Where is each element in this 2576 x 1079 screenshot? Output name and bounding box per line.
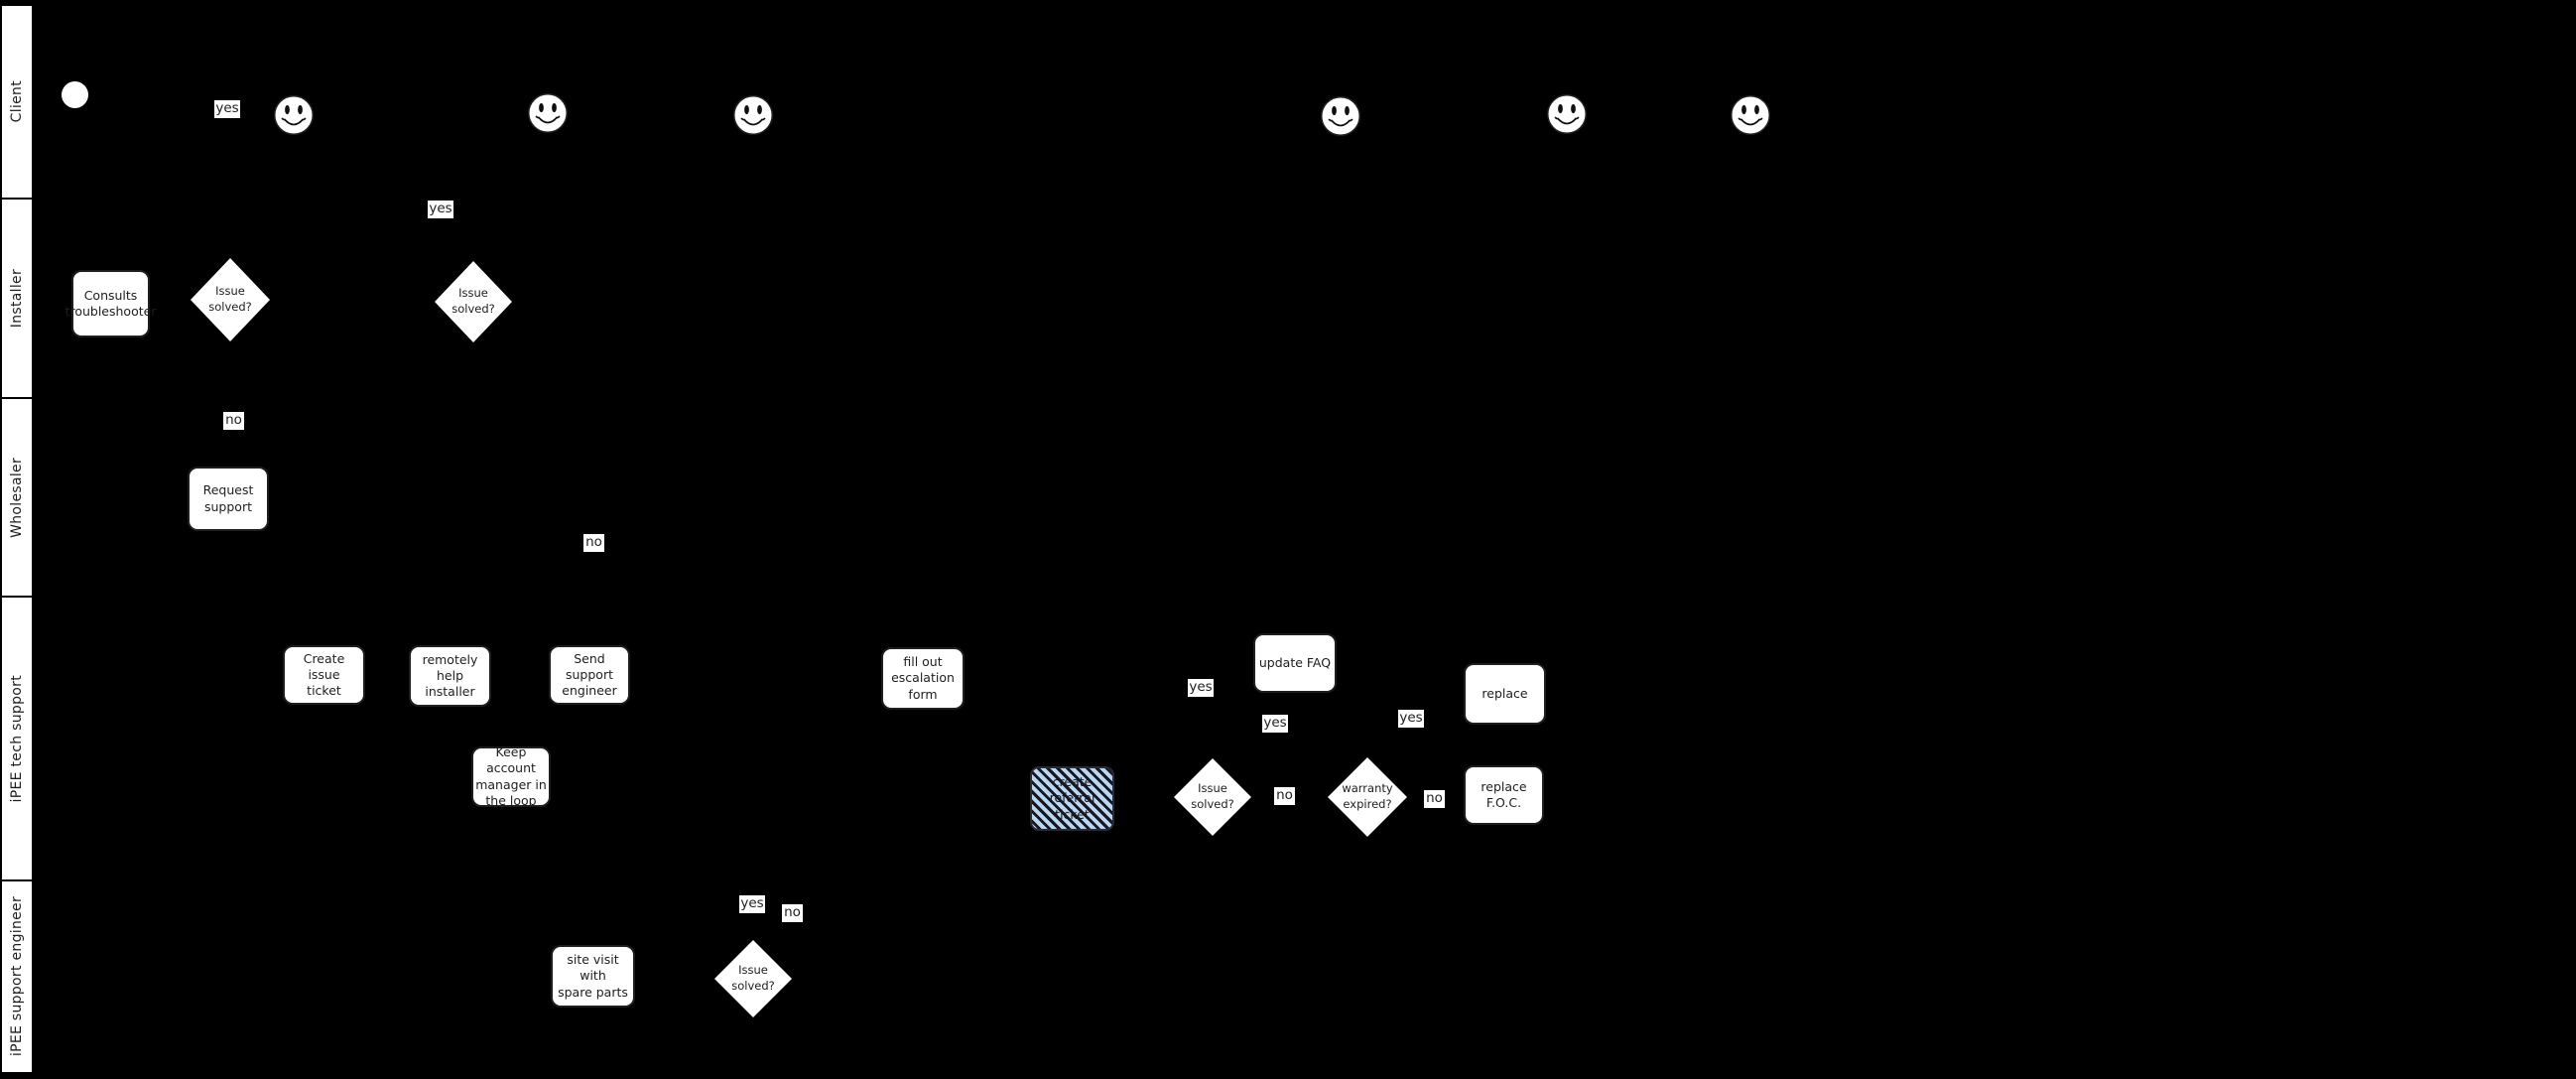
smiley-client-3[interactable] — [732, 94, 774, 136]
lane-label: iPEE support engineer — [9, 896, 25, 1057]
smiley-face-icon — [1320, 95, 1361, 137]
task-create-issue-ticket[interactable]: Create issue ticket — [283, 645, 365, 705]
decision-issue-solved-tech[interactable]: Issue solved? — [1174, 758, 1251, 836]
edge-label-yes-tech-1[interactable]: yes — [1188, 679, 1214, 697]
task-fill-out-escalation-form-text: fill out escalation form — [891, 654, 955, 702]
task-site-visit-spare-parts-text: site visit with spare parts — [558, 952, 628, 1000]
lane-label: Installer — [9, 268, 25, 329]
edge-label-yes-tech-2-text: yes — [1263, 715, 1287, 732]
decision-issue-solved-installer-2-text: Issue solved? — [451, 286, 495, 316]
task-consults-troubleshooter-text: Consults troubleshooter — [64, 287, 157, 319]
lane-label: Wholesaler — [9, 457, 25, 538]
decision-warranty-expired[interactable]: warranty expired? — [1328, 757, 1407, 837]
task-replace-text: replace — [1481, 685, 1528, 701]
smiley-face-icon — [527, 92, 569, 134]
smiley-client-1[interactable] — [273, 94, 315, 136]
smiley-face-icon — [1546, 93, 1588, 135]
smiley-face-icon — [732, 94, 774, 136]
edge-label-yes-installer-text: yes — [429, 201, 452, 217]
task-request-support-text: Request support — [202, 482, 254, 514]
task-consults-troubleshooter[interactable]: Consults troubleshooter — [65, 270, 156, 337]
decision-issue-solved-engineer-text: Issue solved? — [731, 963, 775, 993]
task-replace-foc-text: replace F.O.C. — [1481, 778, 1527, 810]
task-keep-account-manager[interactable]: Keep account manager in the loop — [471, 744, 551, 808]
edge-label-no-wholesaler-1-text: no — [225, 412, 242, 429]
decision-issue-solved-installer-1[interactable]: Issue solved? — [191, 258, 270, 341]
edge-label-no-wholesaler-2-text: no — [585, 534, 602, 551]
edge-label-yes-tech-2[interactable]: yes — [1262, 715, 1288, 733]
task-remotely-help-installer-text: remotely help installer — [422, 651, 478, 700]
edge-label-no-tech-2-text: no — [1426, 790, 1443, 807]
edge-label-yes-client[interactable]: yes — [214, 100, 240, 118]
edge-label-no-engineer[interactable]: no — [782, 904, 803, 922]
decision-issue-solved-engineer[interactable]: Issue solved? — [714, 940, 792, 1017]
decision-issue-solved-tech-text: Issue solved? — [1191, 781, 1234, 811]
lane-wholesaler[interactable]: Wholesaler — [0, 397, 34, 598]
smiley-face-icon — [273, 94, 315, 136]
edge-label-yes-installer[interactable]: yes — [428, 201, 453, 218]
task-create-issue-ticket-text: Create issue ticket — [303, 650, 345, 699]
smiley-client-5[interactable] — [1546, 93, 1588, 135]
edge-label-yes-engineer[interactable]: yes — [739, 895, 765, 913]
task-site-visit-spare-parts[interactable]: site visit with spare parts — [551, 945, 635, 1008]
start-event[interactable] — [62, 81, 88, 108]
decision-issue-solved-installer-1-text: Issue solved? — [208, 284, 252, 314]
edge-label-no-tech-2[interactable]: no — [1424, 790, 1445, 808]
lane-client[interactable]: Client — [0, 4, 34, 200]
task-create-referral-ticket[interactable]: create referral ticket — [1030, 766, 1114, 831]
edge-label-no-tech-1[interactable]: no — [1274, 787, 1295, 805]
lane-installer[interactable]: Installer — [0, 198, 34, 399]
task-create-referral-ticket-text: create referral ticket — [1049, 774, 1095, 822]
smiley-client-4[interactable] — [1320, 95, 1361, 137]
task-replace-foc[interactable]: replace F.O.C. — [1464, 765, 1544, 825]
lane-label: Client — [9, 80, 25, 123]
smiley-client-6[interactable] — [1730, 94, 1771, 136]
lane-ipee-tech-support[interactable]: iPEE tech support — [0, 596, 34, 881]
edge-label-yes-engineer-text: yes — [740, 895, 764, 912]
edge-label-yes-tech-3-text: yes — [1399, 710, 1423, 727]
task-send-support-engineer-text: Send support engineer — [562, 650, 617, 699]
decision-warranty-expired-text: warranty expired? — [1342, 781, 1393, 811]
task-remotely-help-installer[interactable]: remotely help installer — [409, 645, 491, 707]
edge-label-no-wholesaler-1[interactable]: no — [223, 412, 244, 430]
edge-label-no-engineer-text: no — [784, 904, 801, 921]
edge-label-no-tech-1-text: no — [1276, 787, 1293, 804]
task-update-faq[interactable]: update FAQ — [1253, 633, 1337, 693]
edge-label-yes-tech-3[interactable]: yes — [1398, 710, 1424, 728]
decision-issue-solved-installer-2[interactable]: Issue solved? — [435, 261, 512, 342]
lane-label: iPEE tech support — [9, 674, 25, 803]
edge-label-yes-tech-1-text: yes — [1189, 679, 1213, 696]
task-update-faq-text: update FAQ — [1258, 654, 1332, 670]
edge-label-no-wholesaler-2[interactable]: no — [583, 534, 604, 552]
lane-ipee-support-engineer[interactable]: iPEE support engineer — [0, 879, 34, 1074]
task-fill-out-escalation-form[interactable]: fill out escalation form — [881, 647, 965, 710]
task-send-support-engineer[interactable]: Send support engineer — [549, 645, 630, 705]
task-keep-account-manager-text: Keep account manager in the loop — [475, 744, 547, 808]
smiley-face-icon — [1730, 94, 1771, 136]
edge-label-yes-client-text: yes — [215, 100, 239, 117]
task-request-support[interactable]: Request support — [188, 467, 269, 531]
smiley-client-2[interactable] — [527, 92, 569, 134]
task-replace[interactable]: replace — [1464, 663, 1546, 725]
